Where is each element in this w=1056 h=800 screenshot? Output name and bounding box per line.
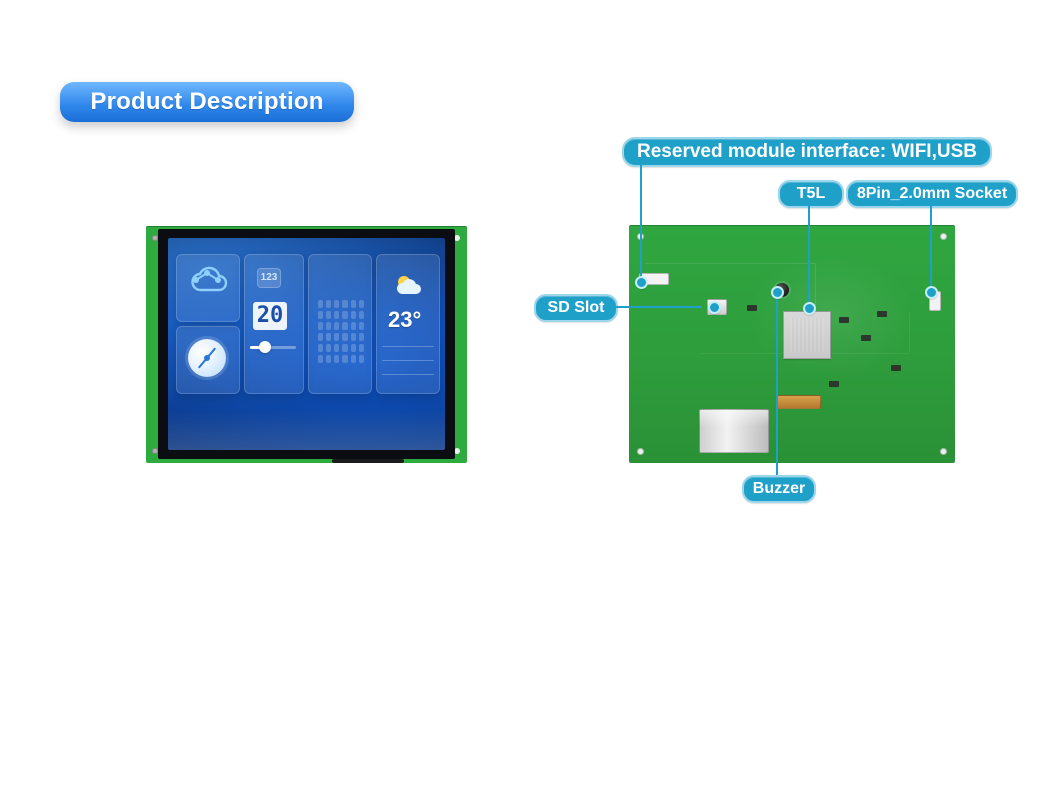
key <box>318 311 324 319</box>
key <box>350 300 356 308</box>
key <box>342 300 348 308</box>
numeric-slider-fill <box>250 346 265 349</box>
weather-divider <box>382 346 434 347</box>
key <box>358 344 364 352</box>
key <box>334 355 340 363</box>
front-screen-bezel: 123 20 23° <box>158 229 455 459</box>
leader-line <box>614 306 702 308</box>
smd-component <box>861 335 871 341</box>
temperature: 23° <box>388 307 422 332</box>
numeric-value: 20 <box>253 302 287 330</box>
smd-component <box>891 365 901 371</box>
product-description-header: Product Description <box>60 82 354 122</box>
key <box>342 311 348 319</box>
key <box>342 344 348 352</box>
pointer-dot-icon <box>925 286 938 299</box>
leader-line <box>776 291 778 475</box>
back-pcb-module <box>629 225 955 463</box>
smd-component <box>839 317 849 323</box>
ui-panel-text-input <box>308 254 372 394</box>
pointer-dot-icon <box>803 302 816 315</box>
metal-shield <box>699 409 769 453</box>
pcb-trace <box>909 311 910 353</box>
key <box>358 355 364 363</box>
leader-line <box>930 204 932 294</box>
weather-divider <box>382 360 434 361</box>
callout-reserved-module-interface: Reserved module interface: WIFI,USB <box>622 137 992 167</box>
key <box>326 355 332 363</box>
pointer-dot-icon <box>708 301 721 314</box>
key <box>334 333 340 341</box>
key <box>358 300 364 308</box>
key <box>326 333 332 341</box>
key <box>358 322 364 330</box>
pcb-trace <box>815 263 816 307</box>
key <box>342 322 348 330</box>
key <box>318 322 324 330</box>
smd-component <box>747 305 757 311</box>
key <box>334 300 340 308</box>
weather-divider <box>382 374 434 375</box>
ui-panel-cloud <box>176 254 240 322</box>
callout-sd-slot: SD Slot <box>534 294 618 322</box>
pointer-dot-icon <box>635 276 648 289</box>
front-display-module: 123 20 23° <box>146 226 467 463</box>
callout-t5l: T5L <box>778 180 844 208</box>
callout-buzzer: Buzzer <box>742 475 816 503</box>
sun-cloud-icon <box>396 276 421 294</box>
mount-hole <box>940 233 947 240</box>
key <box>350 311 356 319</box>
key <box>326 344 332 352</box>
front-ribbon-cable <box>332 459 404 463</box>
key <box>318 355 324 363</box>
key <box>342 355 348 363</box>
key <box>350 344 356 352</box>
key <box>326 322 332 330</box>
t5l-chip <box>783 311 831 359</box>
key <box>318 344 324 352</box>
compass-icon <box>188 339 226 377</box>
cloud-icon <box>191 266 228 292</box>
key <box>334 322 340 330</box>
key <box>334 344 340 352</box>
mount-hole <box>940 448 947 455</box>
numeric-slider-track <box>250 341 296 353</box>
leader-line <box>640 163 642 284</box>
leader-line <box>808 204 810 310</box>
mount-hole <box>637 448 644 455</box>
front-display-ui: 123 20 23° <box>168 238 445 450</box>
key <box>358 311 364 319</box>
pcb-trace <box>645 263 815 264</box>
bottom-glow <box>168 410 445 450</box>
callout-8pin-socket: 8Pin_2.0mm Socket <box>846 180 1018 208</box>
fpc-connector <box>777 395 821 409</box>
key <box>342 333 348 341</box>
pointer-dot-icon <box>771 286 784 299</box>
key <box>350 355 356 363</box>
key <box>318 300 324 308</box>
key <box>350 322 356 330</box>
key <box>326 300 332 308</box>
key <box>318 333 324 341</box>
key <box>350 333 356 341</box>
keyboard-grid <box>318 300 364 363</box>
key <box>358 333 364 341</box>
numeric-slider-knob <box>258 341 271 353</box>
key <box>334 311 340 319</box>
ui-panel-weather <box>376 254 440 394</box>
smd-component <box>829 381 839 387</box>
smd-component <box>877 311 887 317</box>
numeric-chip: 123 <box>257 268 281 288</box>
key <box>326 311 332 319</box>
